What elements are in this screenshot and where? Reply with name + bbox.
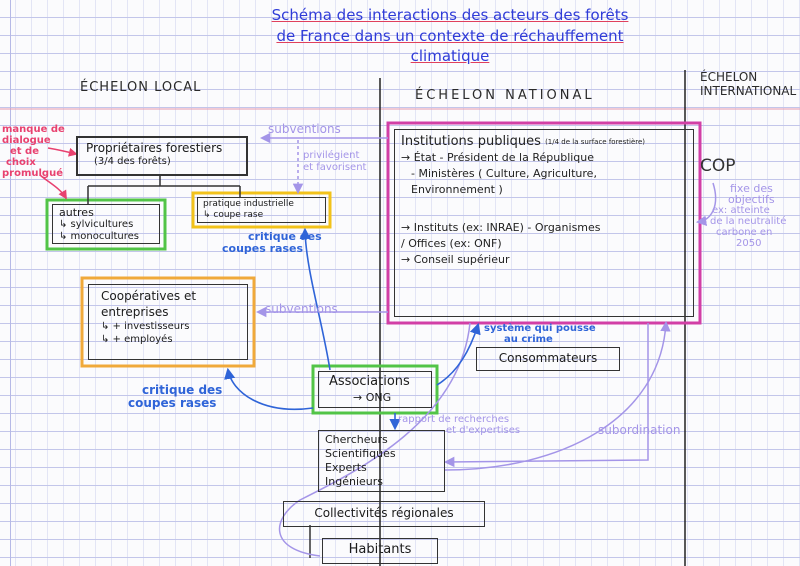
heading-echelon-international: ÉCHELON INTERNATIONAL [700,70,796,98]
proprietaires-share: (3/4 des forêts) [94,156,171,167]
chercheurs-line-2: Scientifiques [325,447,396,460]
chercheurs-line-3: Experts [325,461,367,474]
cooperatives-investisseurs: ↳ + investisseurs [101,321,190,332]
label-manque-line-4: choix [6,157,36,168]
arrow-critique-cooperatives [224,367,314,410]
node-collectivites: Collectivités régionales [283,501,485,527]
label-fixe-line-4: de la neutralité [710,216,787,227]
institutions-environnement: Environnement ) [411,183,503,196]
chercheurs-line-1: Chercheurs [325,433,388,446]
node-consommateurs: Consommateurs [476,347,620,371]
proprietaires-title: Propriétaires forestiers [86,141,223,155]
highlight-cooperatives [80,276,256,368]
arrow-critique-pratique [299,227,331,371]
label-critique-cooperatives: critique des coupes rases [128,384,222,410]
label-privilegient-line-2: et favorisent [303,162,367,173]
heading-international-line-1: ÉCHELON [700,70,758,84]
label-fixe-line-3: ex: atteinte [712,205,770,216]
node-associations: Associations → ONG [318,371,432,408]
institutions-title: Institutions publiques [401,134,541,149]
institutions-share: (1/4 de la surface forestière) [545,138,646,146]
autres-monocultures: ↳ monocultures [59,231,139,242]
label-critique-pratique-line-2: coupes rases [222,242,304,255]
node-habitants: Habitants [322,538,438,564]
title-line-3: climatique [410,47,490,65]
label-subventions-mid: subventions [265,302,338,316]
arrow-fixe-objectifs [695,182,717,227]
label-fixe-line-1: fixe des [730,182,773,195]
pratique-title: pratique industrielle [203,199,294,209]
label-critique-cooperatives-line-2: coupes rases [128,396,217,410]
institutions-etat: → État - Président de la République [401,151,595,164]
chercheurs-line-4: Ingénieurs [325,475,383,488]
pratique-coupe-rase: ↳ coupe rase [203,210,264,220]
label-critique-cooperatives-line-1: critique des [142,383,223,397]
label-manque-dialogue: manque de dialogue et de choix promulgué [2,124,65,179]
title-line-2: de France dans un contexte de réchauffem… [276,27,624,45]
node-cooperatives: Coopératives et entreprises ↳ + investis… [88,284,248,360]
arrow-system-violet [278,322,471,557]
autres-sylvicultures: ↳ sylvicultures [59,219,134,230]
institutions-conseil: → Conseil supérieur [401,253,510,266]
label-systeme-line-2: au crime [504,334,553,345]
label-fixe-line-2: objectifs [728,193,775,206]
cooperatives-employes: ↳ + employés [101,334,173,345]
connector-proprietaires [87,176,241,204]
title-line-1: Schéma des interactions des acteurs des … [271,6,629,24]
node-institutions: Institutions publiques (1/4 de la surfac… [394,129,694,317]
label-manque-line-5: promulgué [2,168,63,179]
arrow-rapport [444,320,671,471]
label-privilegient: privilégient et favorisent [303,150,366,174]
cooperatives-title-2: entreprises [101,305,169,319]
label-rapport: rapport de recherches et d'expertises [398,414,520,436]
label-manque-line-3: et de [10,146,39,157]
label-systeme: système qui pousse au crime [484,323,596,345]
autres-title: autres [59,206,94,219]
heading-international-line-2: INTERNATIONAL [700,84,797,98]
arrow-manque-dialogue [47,147,78,157]
label-critique-pratique-line-1: critique des [248,230,322,243]
highlight-associations [311,364,439,415]
associations-ong: → ONG [353,391,392,404]
institutions-offices: / Offices (ex: ONF) [401,237,502,250]
node-chercheurs: Chercheurs Scientifiques Experts Ingénie… [318,430,445,492]
label-manque-line-1: manque de [2,124,65,135]
node-autres: autres ↳ sylvicultures ↳ monocultures [52,204,160,244]
label-privilegient-line-1: privilégient [303,150,360,161]
label-systeme-line-1: système qui pousse [484,323,596,334]
node-pratique-industrielle: pratique industrielle ↳ coupe rase [197,197,326,223]
label-rapport-line-2: et d'expertises [446,425,521,436]
node-cop: COP [700,156,736,176]
label-subventions-top: subventions [268,122,341,136]
label-rapport-line-1: rapport de recherches [398,414,510,425]
arrow-subordination [443,323,649,468]
heading-echelon-national: ÉCHELON NATIONAL [415,88,595,103]
label-fixe-objectifs: fixe des objectifs ex: atteinte de la ne… [706,183,786,249]
arrow-manque-dialogue-down [39,174,67,200]
arrow-system-blue [436,322,481,386]
heading-echelon-local: ÉCHELON LOCAL [80,80,202,95]
label-fixe-line-6: 2050 [736,238,762,249]
label-fixe-line-5: carbone en [716,227,773,238]
label-subordination: subordination [598,423,681,437]
institutions-instituts: → Instituts (ex: INRAE) - Organismes [401,221,601,234]
highlight-autres [45,198,167,251]
label-critique-pratique: critique des coupes rases [222,231,322,255]
cooperatives-title-1: Coopératives et [101,289,197,303]
highlight-pratique [191,191,332,229]
associations-title: Associations [329,374,410,389]
institutions-ministeres: - Ministères ( Culture, Agriculture, [411,167,597,180]
label-manque-line-2: dialogue [2,135,51,146]
node-proprietaires: Propriétaires forestiers (3/4 des forêts… [76,136,248,176]
